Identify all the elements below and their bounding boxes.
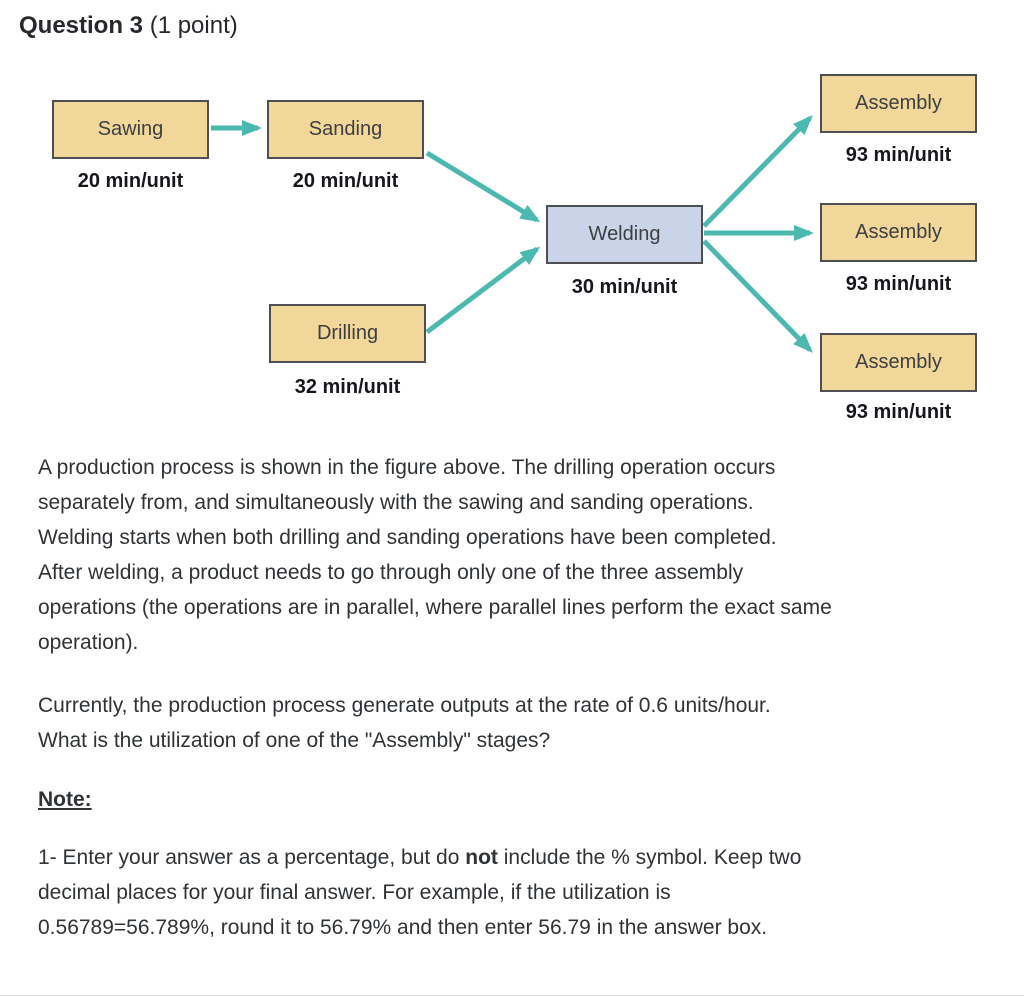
process-box-sawing: Sawing — [52, 100, 209, 159]
rate-label-assembly-top: 93 min/unit — [845, 144, 952, 166]
arrow-drilling-to-welding — [425, 246, 541, 334]
question-points: (1 point) — [149, 12, 238, 39]
arrow-welding-to-assembly-top — [702, 115, 813, 228]
text-line: After welding, a product needs to go thr… — [38, 561, 744, 584]
rate-label-sawing: 20 min/unit — [77, 170, 184, 192]
text-line: operation). — [38, 631, 139, 654]
note-text-bold: not — [465, 846, 498, 869]
process-box-assembly-bottom: Assembly — [820, 333, 977, 392]
arrow-welding-to-assembly-bottom — [702, 239, 813, 353]
process-box-label: Sawing — [97, 118, 164, 140]
question-header: Question 3 (1 point) — [19, 12, 238, 40]
process-box-welding: Welding — [546, 205, 703, 264]
text-line: 1- Enter your answer as a percentage, bu… — [38, 840, 988, 875]
process-box-label: Assembly — [855, 221, 942, 243]
process-box-label: Assembly — [855, 351, 942, 373]
rate-label-assembly-bottom: 93 min/unit — [845, 401, 952, 423]
process-box-label: Assembly — [855, 92, 942, 114]
text-line: decimal places for your final answer. Fo… — [38, 881, 671, 904]
process-box-assembly-top: Assembly — [820, 74, 977, 133]
process-box-sanding: Sanding — [267, 100, 424, 159]
text-line: What is the utilization of one of the "A… — [38, 729, 551, 752]
note-text-post: include the % symbol. Keep two — [497, 846, 802, 869]
process-flow-diagram: Sawing Sanding Drilling Welding Assembly… — [0, 60, 1024, 450]
process-box-label: Drilling — [316, 322, 379, 344]
arrow-sanding-to-welding — [425, 150, 541, 223]
rate-label-sanding: 20 min/unit — [292, 170, 399, 192]
text-line: operations (the operations are in parall… — [38, 596, 832, 619]
rate-label-welding: 30 min/unit — [571, 276, 678, 298]
process-box-label: Welding — [588, 223, 661, 245]
question-paragraph-description: A production process is shown in the fig… — [38, 450, 988, 660]
text-line: Currently, the production process genera… — [38, 694, 771, 717]
note-heading: Note: — [38, 788, 92, 811]
rate-label-assembly-middle: 93 min/unit — [845, 273, 952, 295]
text-line: A production process is shown in the fig… — [38, 456, 776, 479]
text-line: 0.56789=56.789%, round it to 56.79% and … — [38, 916, 768, 939]
question-paragraph-prompt: Currently, the production process genera… — [38, 688, 988, 758]
note-text-pre: 1- Enter your answer as a percentage, bu… — [38, 846, 466, 869]
question-paragraph-note: 1- Enter your answer as a percentage, bu… — [38, 840, 988, 945]
text-line: Welding starts when both drilling and sa… — [38, 526, 777, 549]
process-box-label: Sanding — [308, 118, 383, 140]
question-title: Question 3 — [19, 12, 144, 39]
process-box-drilling: Drilling — [269, 304, 426, 363]
rate-label-drilling: 32 min/unit — [294, 376, 401, 398]
process-box-assembly-middle: Assembly — [820, 203, 977, 262]
text-line: separately from, and simultaneously with… — [38, 491, 754, 514]
